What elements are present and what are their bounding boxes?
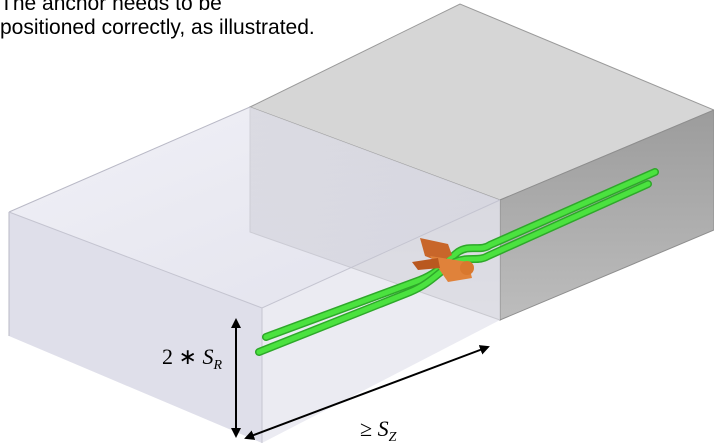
length-label: ≥ SZ <box>360 416 397 443</box>
anchor <box>412 238 474 282</box>
length-dimension: ≥ SZ <box>244 345 490 443</box>
height-dimension: 2 ∗ SR <box>162 318 241 438</box>
caption-line-1: The anchor needs to be <box>0 0 222 15</box>
caption-line-2: positioned correctly, as illustrated. <box>0 16 315 39</box>
height-label: 2 ∗ SR <box>162 344 222 373</box>
